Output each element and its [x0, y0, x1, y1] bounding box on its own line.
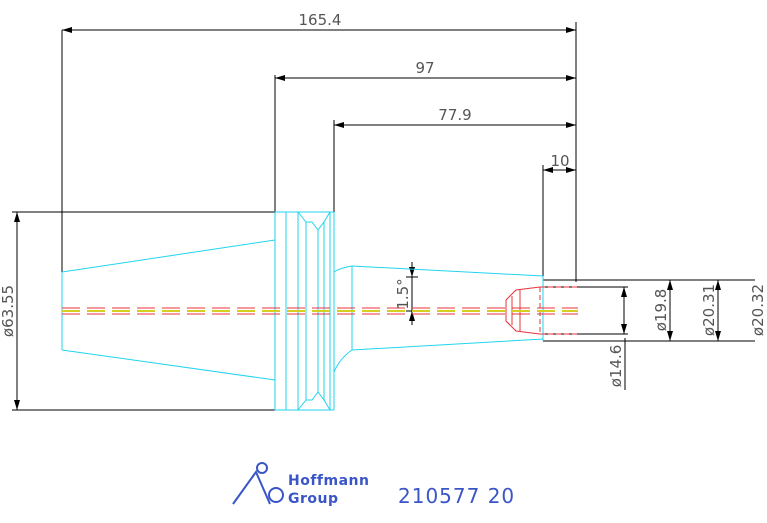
dim-bore-diameter: ø14.6 — [607, 345, 625, 388]
logo-dot-icon — [256, 462, 268, 474]
brand-line-2: Group — [288, 491, 339, 507]
collet-detail — [62, 286, 578, 335]
dim-diameter-20-31: ø20.31 — [700, 284, 718, 336]
dim-length-97: 97 — [415, 59, 434, 77]
dim-angle: 1.5° — [394, 278, 412, 309]
dim-length-10: 10 — [550, 152, 569, 170]
hoffmann-logo — [232, 462, 284, 505]
dim-flange-diameter: ø63.55 — [0, 285, 17, 337]
brand-line-1: Hoffmann — [288, 473, 370, 489]
dim-diameter-19-8: ø19.8 — [652, 289, 670, 332]
part-number: 210577 20 — [398, 484, 515, 508]
logo-gear-icon — [268, 487, 284, 503]
logo-mark-icon — [232, 469, 271, 505]
dim-length-77-9: 77.9 — [438, 106, 471, 124]
dim-overall-length: 165.4 — [299, 11, 342, 29]
dim-diameter-20-32: ø20.32 — [749, 284, 767, 336]
dimension-lines — [12, 22, 755, 411]
